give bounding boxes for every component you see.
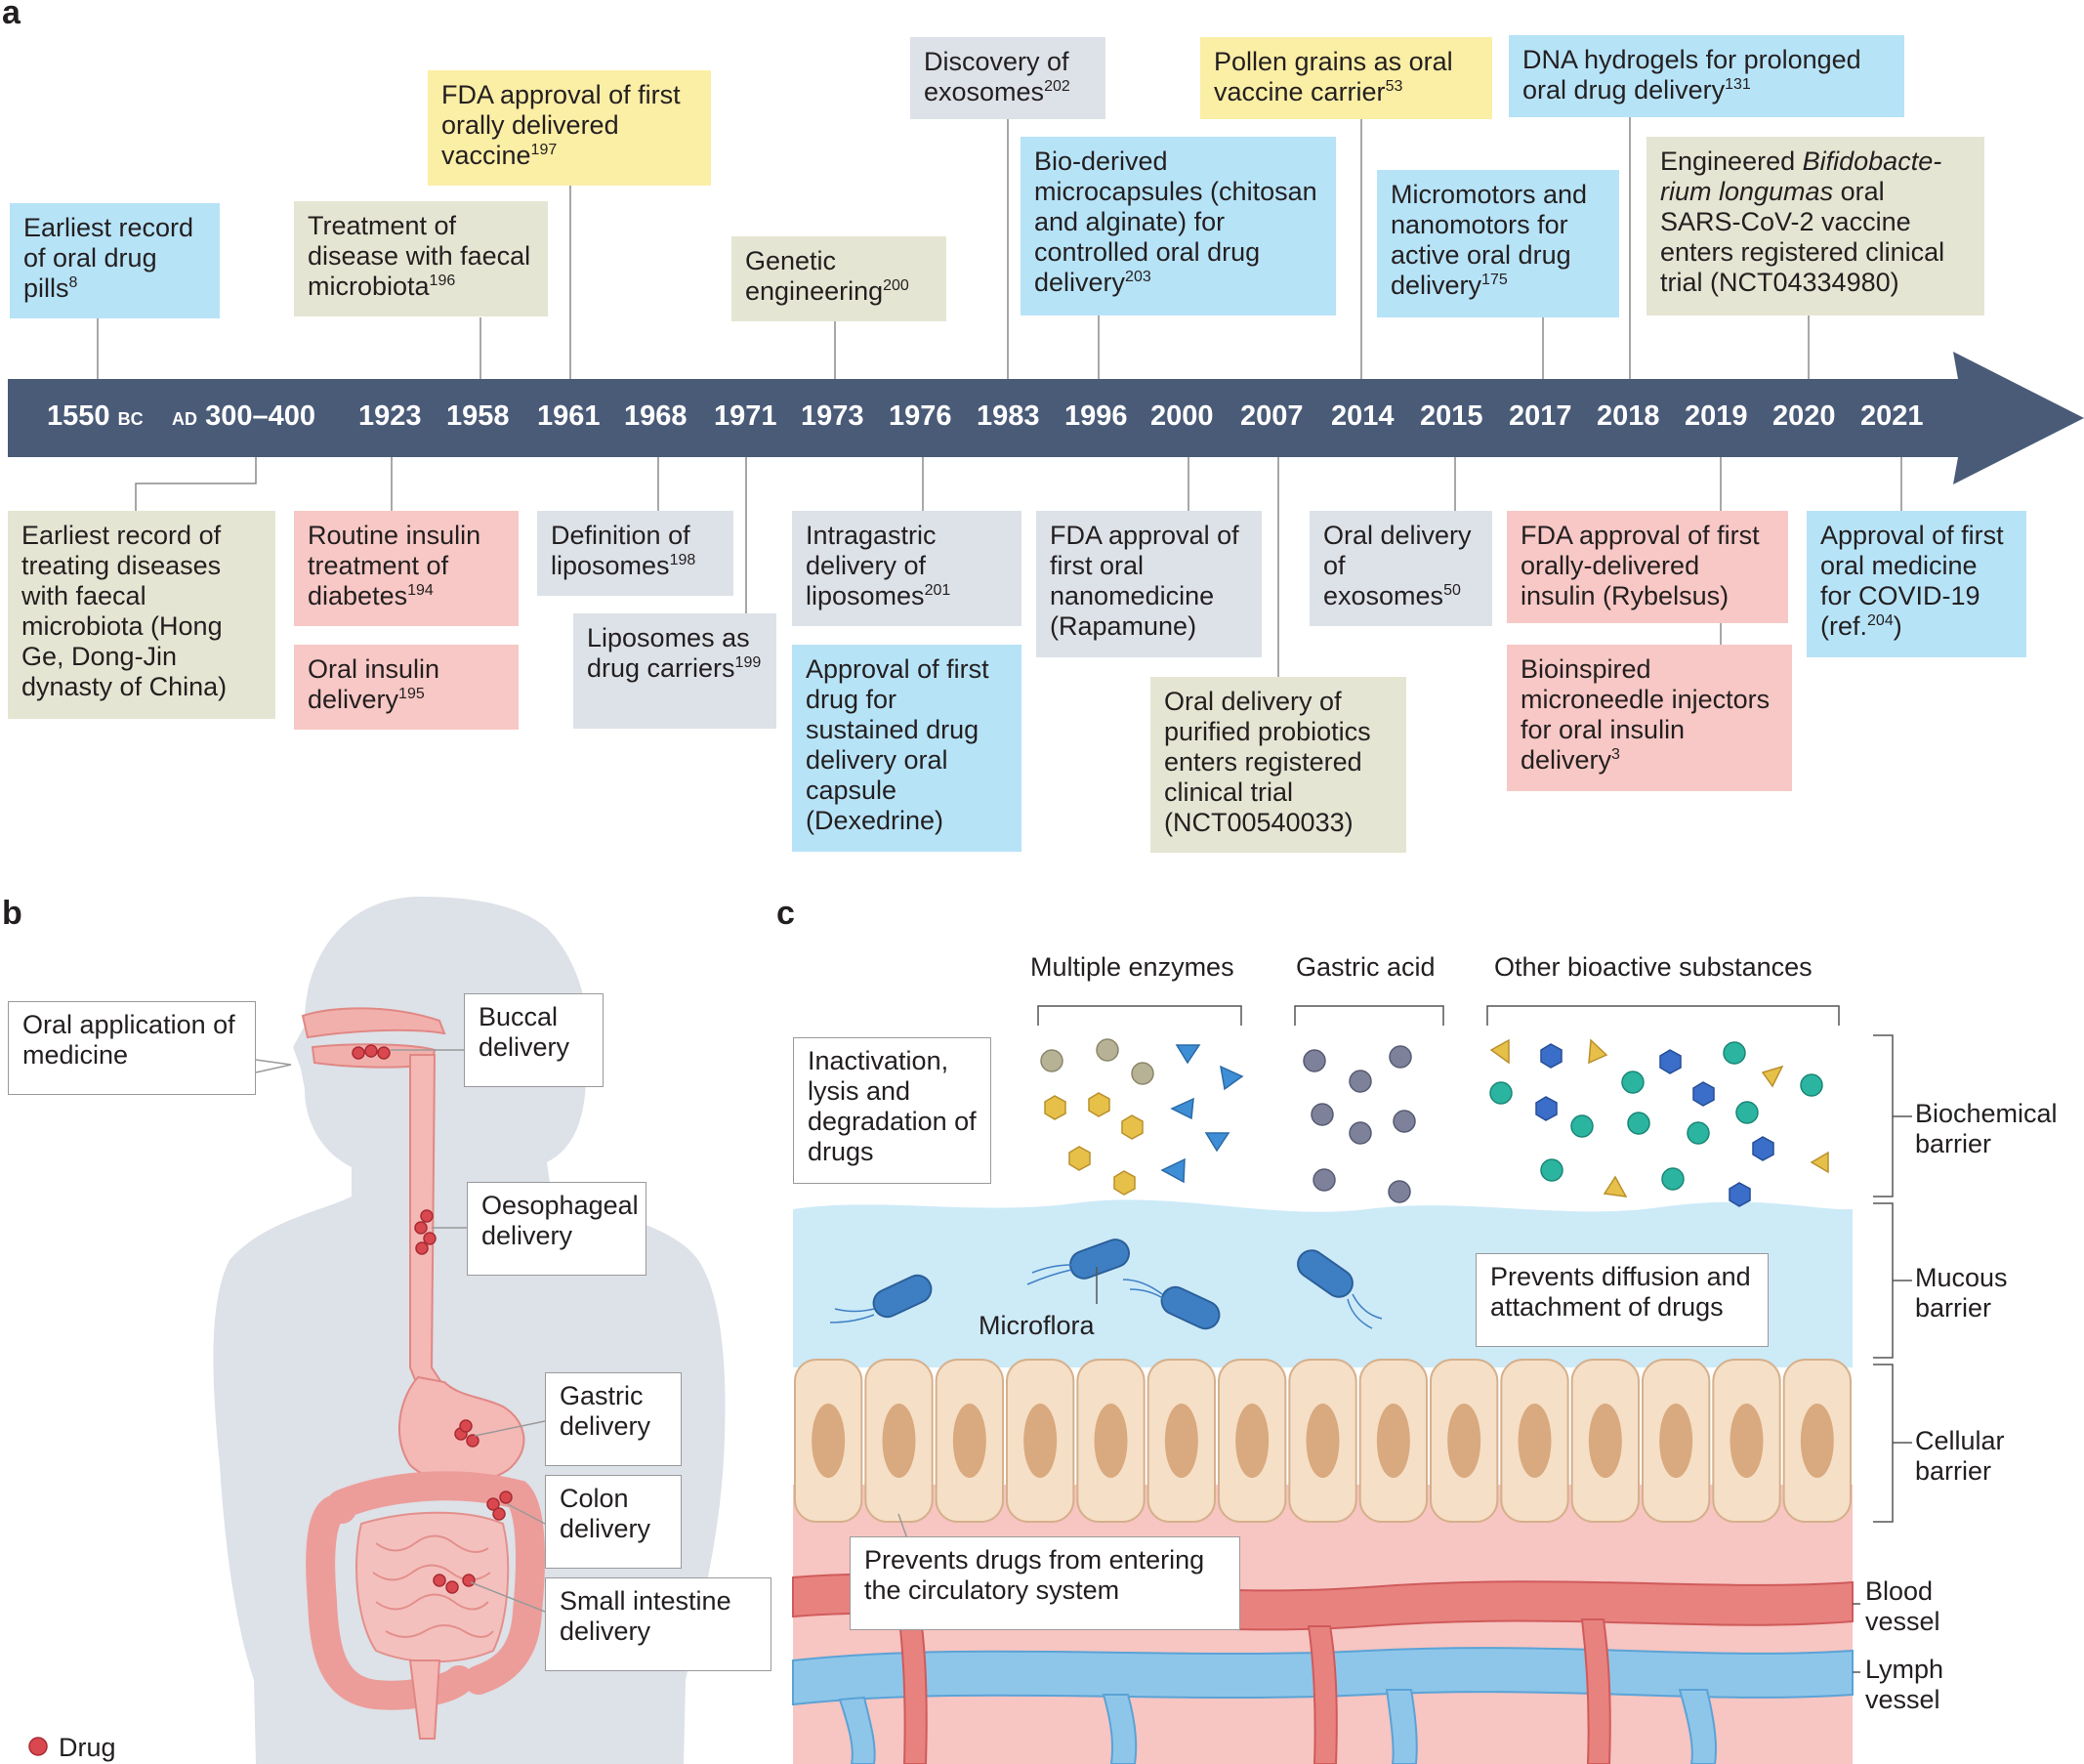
label-lymph-vessel: Lymph vessel (1865, 1655, 1944, 1714)
year-1973: 1973 (801, 400, 864, 432)
year-2020: 2020 (1772, 400, 1836, 432)
year-2015: 2015 (1420, 400, 1483, 432)
event-bifidobacterium-vaccine: Engineered Bifidobacte-rium longumas ora… (1646, 137, 1984, 315)
label-gastric-delivery: Gastric delivery (545, 1372, 682, 1466)
cell-nucleus (1094, 1404, 1128, 1478)
panel-a-label: a (2, 0, 21, 31)
event-dna-hydrogels: DNA hydrogels for prolonged oral drug de… (1509, 35, 1904, 117)
label-mucous-barrier: Mucous barrier (1915, 1263, 2008, 1323)
cell-nucleus (1306, 1404, 1340, 1478)
event-micromotors: Micromotors and nanomotors for active or… (1377, 170, 1619, 317)
rectum (408, 1659, 441, 1740)
year-2014: 2014 (1331, 400, 1395, 432)
event-rybelsus: FDA approval of first orally-delivered i… (1507, 511, 1788, 623)
event-intragastric-liposomes: Intragastric delivery of liposomes201 (792, 511, 1021, 626)
cell-nucleus (952, 1404, 986, 1478)
drug-legend-dot (28, 1737, 48, 1756)
label-other-bioactive: Other bioactive substances (1494, 952, 1813, 982)
year-1968: 1968 (624, 400, 688, 432)
event-liposome-carriers: Liposomes as drug carriers199 (573, 613, 776, 729)
event-oral-vaccine-approval: FDA approval of first orally delivered v… (428, 70, 711, 186)
cell-nucleus (1447, 1404, 1481, 1478)
cell-nucleus (812, 1404, 846, 1478)
year-1971: 1971 (714, 400, 777, 432)
event-microneedle-injectors: Bioinspired microneedle injectors for or… (1507, 645, 1792, 791)
label-prevents-diffusion: Prevents diffusion and attachment of dru… (1476, 1253, 1769, 1347)
cell-nucleus (882, 1404, 916, 1478)
panel-b-label: b (2, 895, 22, 932)
cell-nucleus (1023, 1404, 1058, 1478)
cell-nucleus (1235, 1404, 1270, 1478)
cell-nucleus (1730, 1404, 1764, 1478)
event-pollen-vaccine: Pollen grains as oral vaccine carrier53 (1200, 37, 1492, 119)
cell-nucleus (1800, 1404, 1834, 1478)
event-genetic-engineering: Genetic engineering200 (731, 236, 946, 321)
year-2021: 2021 (1860, 400, 1924, 432)
event-faecal-microbiota-treatment: Treatment of disease with faecal microbi… (294, 201, 548, 316)
label-prevents-entering: Prevents drugs from entering the circula… (850, 1536, 1240, 1630)
label-multiple-enzymes: Multiple enzymes (1030, 952, 1234, 982)
label-buccal-delivery: Buccal delivery (464, 993, 604, 1087)
year-1976: 1976 (889, 400, 952, 432)
cell-nucleus (1588, 1404, 1622, 1478)
year-1923: 1923 (358, 400, 422, 432)
label-small-intestine-delivery: Small intestine delivery (545, 1577, 771, 1671)
event-oral-drug-pills: Earliest record of oral drug pills8 (10, 203, 220, 318)
label-cellular-barrier: Cellular barrier (1915, 1426, 2005, 1486)
panel-c-label: c (776, 895, 795, 932)
timeline-connectors (97, 117, 1902, 677)
year-2019: 2019 (1685, 400, 1748, 432)
year-2018: 2018 (1597, 400, 1660, 432)
label-biochemical-barrier: Biochemical barrier (1915, 1099, 2058, 1158)
event-hong-ge-faecal: Earliest record of treating diseases wit… (8, 511, 275, 719)
year-1983: 1983 (977, 400, 1040, 432)
event-bio-microcapsules: Bio-derived microcapsules (chitosan and … (1021, 137, 1336, 315)
event-oral-insulin: Oral insulin delivery195 (294, 645, 519, 730)
timeline-arrow (8, 352, 2084, 484)
year-1996: 1996 (1064, 400, 1128, 432)
year-1958: 1958 (446, 400, 510, 432)
year-300-400: AD 300–400 (172, 400, 315, 432)
year-2007: 2007 (1240, 400, 1304, 432)
label-gastric-acid: Gastric acid (1296, 952, 1436, 982)
legend-drug-label: Drug (59, 1733, 116, 1762)
label-oral-application: Oral application of medicine (8, 1001, 256, 1095)
event-rapamune: FDA approval of first oral nanomedicine … (1036, 511, 1262, 657)
label-microflora: Microflora (979, 1311, 1095, 1340)
label-oesophageal-delivery: Oesophageal delivery (467, 1182, 646, 1276)
label-colon-delivery: Colon delivery (545, 1475, 682, 1569)
epithelial-cells (794, 1359, 1852, 1523)
year-1550: 1550 BC (47, 400, 144, 432)
cell-nucleus (1659, 1404, 1693, 1478)
cell-nucleus (1376, 1404, 1410, 1478)
event-exosome-discovery: Discovery of exosomes202 (910, 37, 1105, 119)
cell-nucleus (1518, 1404, 1552, 1478)
label-blood-vessel: Blood vessel (1865, 1576, 1940, 1636)
event-liposome-definition: Definition of liposomes198 (537, 511, 733, 596)
barrier-brackets (1853, 1034, 1912, 1673)
year-2000: 2000 (1150, 400, 1214, 432)
year-1961: 1961 (537, 400, 601, 432)
event-covid-oral-medicine: Approval of first oral medicine for COVI… (1807, 511, 2026, 657)
event-probiotics-trial: Oral delivery of purified probiotics ent… (1150, 677, 1406, 853)
bioactive-particles (1489, 1038, 1829, 1207)
acid-particles (1303, 1045, 1416, 1203)
enzyme-particles (1040, 1038, 1244, 1196)
label-inactivation: Inactivation, lysis and degradation of d… (793, 1037, 991, 1184)
drug-dots (352, 1044, 513, 1594)
event-routine-insulin: Routine insulin treatment of diabetes194 (294, 511, 519, 626)
year-2017: 2017 (1509, 400, 1572, 432)
event-oral-exosomes: Oral delivery of exosomes50 (1310, 511, 1492, 626)
event-dexedrine: Approval of first drug for sustained dru… (792, 645, 1021, 852)
nasal-cavity (301, 1007, 446, 1039)
cell-nucleus (1164, 1404, 1198, 1478)
